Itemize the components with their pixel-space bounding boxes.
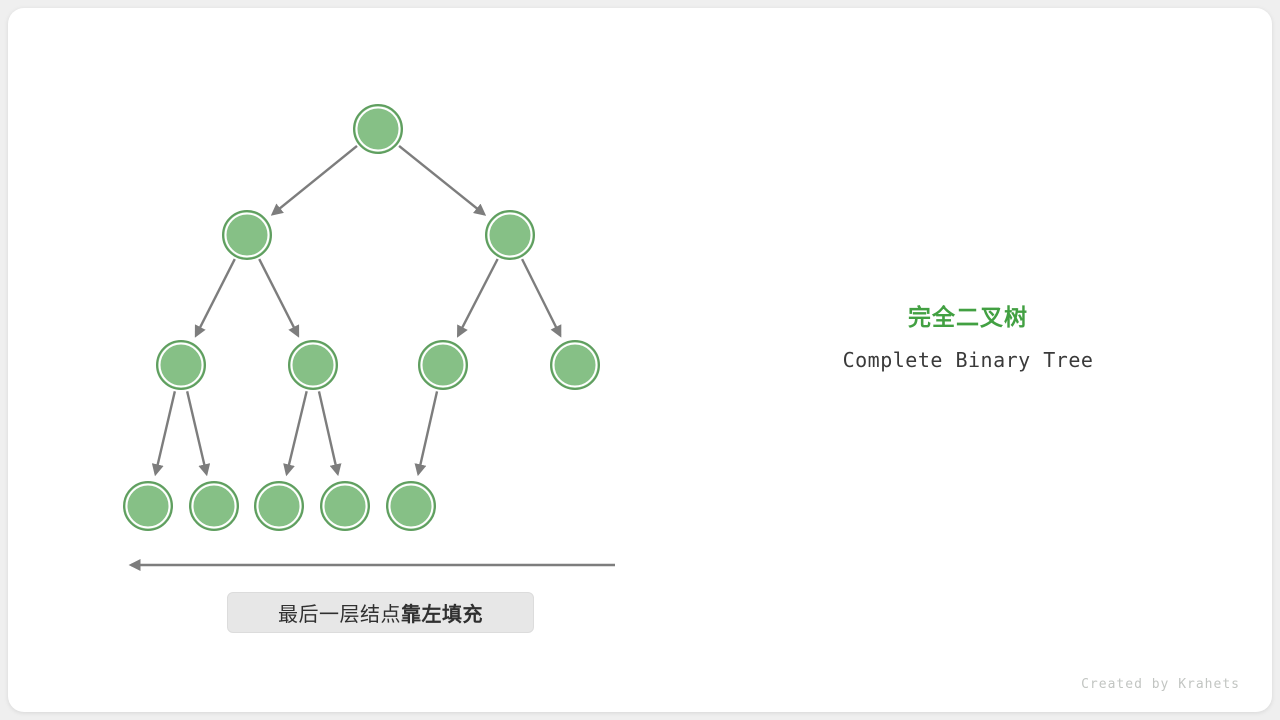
title-english: Complete Binary Tree (842, 348, 1094, 372)
tree-node (485, 210, 535, 260)
watermark: Created by Krahets (1081, 677, 1240, 692)
tree-node (418, 340, 468, 390)
tree-edge (521, 258, 562, 338)
tree-node (156, 340, 206, 390)
tree-nodes (123, 104, 600, 531)
tree-node (320, 481, 370, 531)
content-card (8, 8, 1272, 712)
tree-node (288, 340, 338, 390)
tree-edge (270, 145, 358, 216)
tree-edge (194, 258, 236, 338)
caption-box: 最后一层结点靠左填充 (227, 592, 534, 633)
tree-node (123, 481, 173, 531)
tree-edge (283, 390, 308, 477)
caption-bold-text: 靠左填充 (401, 604, 483, 626)
tree-node (353, 104, 403, 154)
tree-edge (398, 144, 487, 216)
tree-edge (414, 391, 439, 477)
title-chinese: 完全二叉树 (908, 304, 1028, 330)
tree-node (550, 340, 600, 390)
tree-edge (317, 391, 342, 477)
tree-edges (151, 144, 562, 477)
tree-node (222, 210, 272, 260)
title-block: 完全二叉树 Complete Binary Tree (800, 298, 1136, 372)
tree-node (386, 481, 436, 531)
caption-text: 最后一层结点 (278, 604, 401, 626)
tree-edge (151, 391, 177, 477)
tree-edge (258, 258, 300, 338)
tree-node (189, 481, 239, 531)
tree-edge (185, 391, 211, 477)
tree-edge (457, 258, 499, 338)
tree-node (254, 481, 304, 531)
